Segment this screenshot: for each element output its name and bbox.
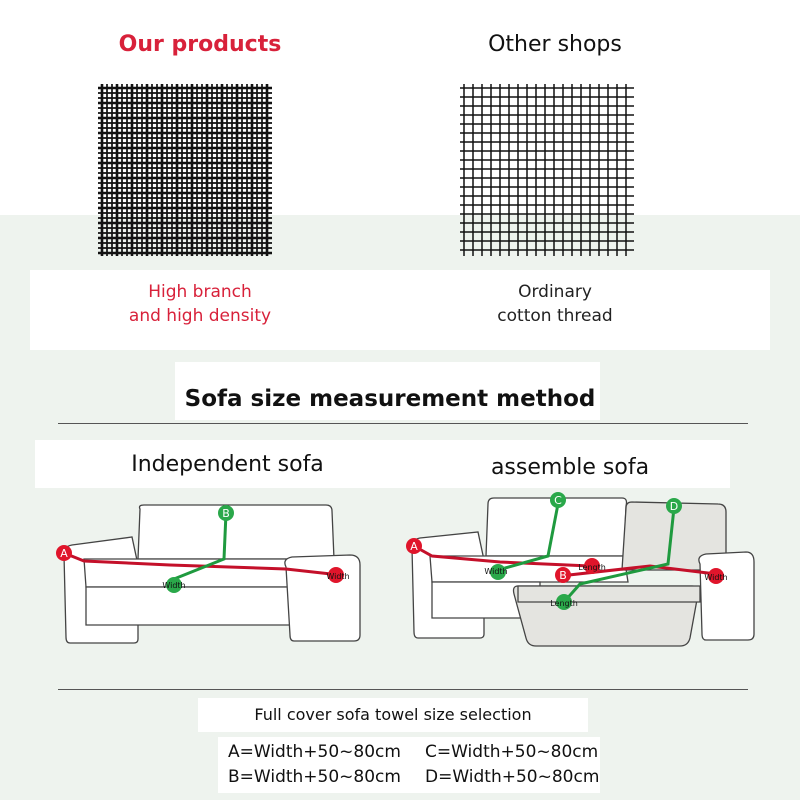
formula-b: B=Width+50~80cm (228, 767, 401, 787)
formula-d: D=Width+50~80cm (425, 767, 600, 787)
other-shops-heading: Other shops (488, 32, 622, 57)
assemble-marker-d-text: D (670, 500, 678, 513)
assemble-width-dot-right (708, 568, 724, 584)
measurement-title: Sofa size measurement method (184, 386, 596, 412)
comparison-caption-panel (30, 270, 770, 350)
independent-width-dot-left (166, 577, 182, 593)
formula-c: C=Width+50~80cm (425, 742, 599, 762)
assemble-marker-a-text: A (410, 540, 418, 553)
independent-width2-label: Width (326, 572, 349, 581)
our-caption-line1: High branch (148, 282, 252, 302)
independent-width-dot-right (328, 567, 344, 583)
assemble-width2-label: Width (704, 573, 727, 582)
section-title-box (175, 362, 600, 420)
formula-box (218, 737, 600, 793)
size-selection-title-box (198, 698, 588, 732)
assemble-width-dot-left (490, 564, 506, 580)
assemble-marker-c (550, 492, 566, 508)
independent-sofa-label: Independent sofa (131, 452, 324, 477)
independent-marker-a-text: A (60, 547, 68, 560)
other-caption-line1: Ordinary (518, 282, 592, 302)
independent-marker-b-text: B (222, 507, 230, 520)
ordinary-weave-icon (460, 84, 634, 256)
assemble-width1-label: Width (484, 567, 507, 576)
assemble-marker-b (555, 567, 571, 583)
assemble-length-dot-top (584, 558, 600, 574)
our-products-heading: Our products (118, 32, 282, 57)
assemble-marker-c-text: C (554, 494, 562, 507)
assemble-length1-label: Length (578, 563, 606, 572)
assemble-sofa-label: assemble sofa (490, 455, 650, 480)
our-caption-line2: and high density (128, 306, 272, 326)
assemble-length-dot-bottom (556, 594, 572, 610)
formula-a: A=Width+50~80cm (228, 742, 401, 762)
assemble-length2-label: Length (550, 599, 578, 608)
independent-width1-label: Width (162, 581, 185, 590)
our-products-caption: High branch and high density (100, 280, 300, 328)
assemble-marker-a (406, 538, 422, 554)
size-selection-title: Full cover sofa towel size selection (254, 705, 532, 724)
other-caption-line2: cotton thread (497, 306, 613, 326)
other-shops-caption: Ordinary cotton thread (455, 280, 655, 328)
independent-sofa-diagram: A B Width Width (56, 504, 361, 644)
sofa-label-box (35, 440, 730, 488)
assemble-marker-b-text: B (559, 569, 567, 582)
independent-marker-a (56, 545, 72, 561)
high-density-weave-icon (98, 84, 272, 256)
assemble-sofa-diagram: A B C D Width Length Length Width (406, 492, 755, 647)
independent-marker-b (218, 505, 234, 521)
bottom-divider (58, 689, 748, 690)
section-divider (58, 423, 748, 424)
assemble-marker-d (666, 498, 682, 514)
